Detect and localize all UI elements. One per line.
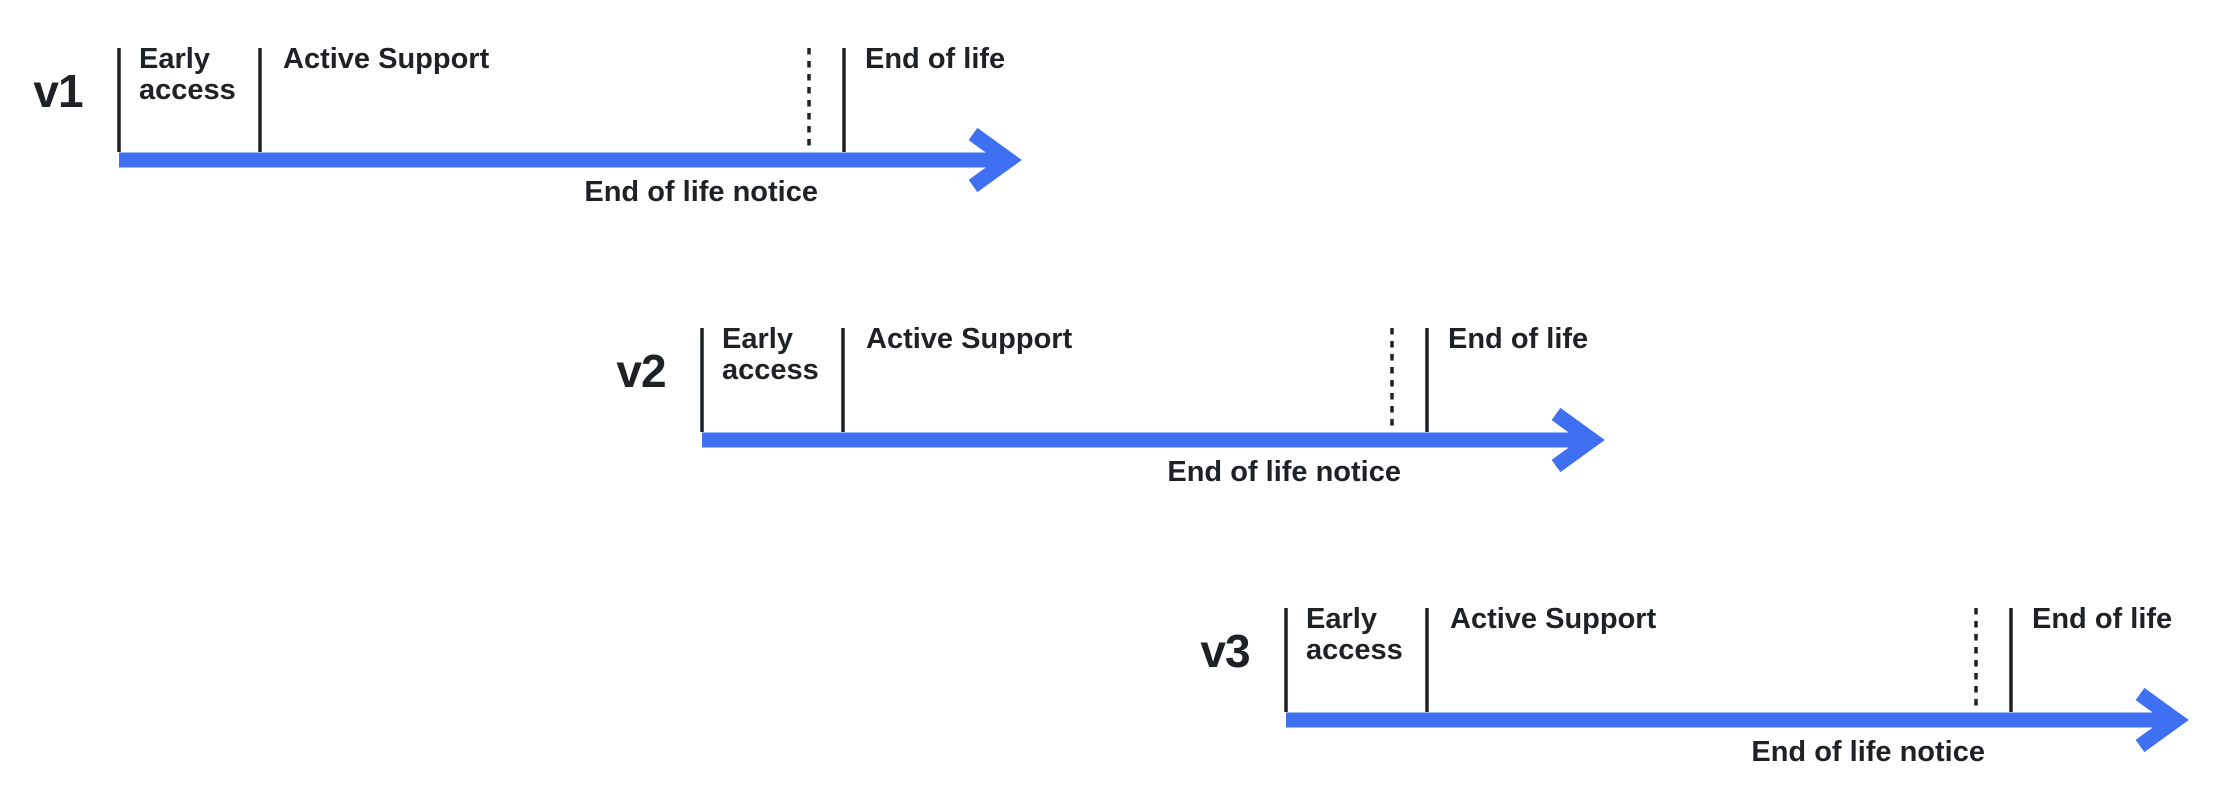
phase-label-early-access: Early access: [139, 43, 236, 106]
arrowhead-icon: [1551, 407, 1605, 473]
phase-label-early-access: Early access: [1306, 603, 1403, 666]
phase-label-active-support: Active Support: [1450, 603, 1657, 635]
phase-label-end-of-life: End of life: [1448, 323, 1589, 355]
end-of-life-notice-label: End of life notice: [1751, 736, 1985, 768]
version-label: v3: [1200, 625, 1250, 677]
phase-label-early-access: Early access: [722, 323, 819, 386]
phase-label-active-support: Active Support: [283, 43, 490, 75]
phase-label-end-of-life: End of life: [865, 43, 1006, 75]
timeline-row-v2: v2 Early access Active Support End of li…: [583, 280, 1703, 515]
timeline-art: [700, 328, 1605, 473]
phase-label-end-of-life: End of life: [2032, 603, 2173, 635]
phase-label-active-support: Active Support: [866, 323, 1073, 355]
version-label: v1: [33, 65, 83, 117]
version-label: v2: [616, 345, 666, 397]
arrowhead-icon: [2135, 687, 2189, 753]
end-of-life-notice-label: End of life notice: [584, 176, 818, 208]
timeline-row-v3: v3 Early access Active Support End of li…: [1167, 560, 2228, 795]
timeline-art: [1284, 608, 2189, 753]
end-of-life-notice-label: End of life notice: [1167, 456, 1401, 488]
arrowhead-icon: [968, 127, 1022, 193]
timeline-row-v1: v1 Early access Active Support End of li…: [0, 0, 1120, 235]
timeline-art: [117, 48, 1022, 193]
